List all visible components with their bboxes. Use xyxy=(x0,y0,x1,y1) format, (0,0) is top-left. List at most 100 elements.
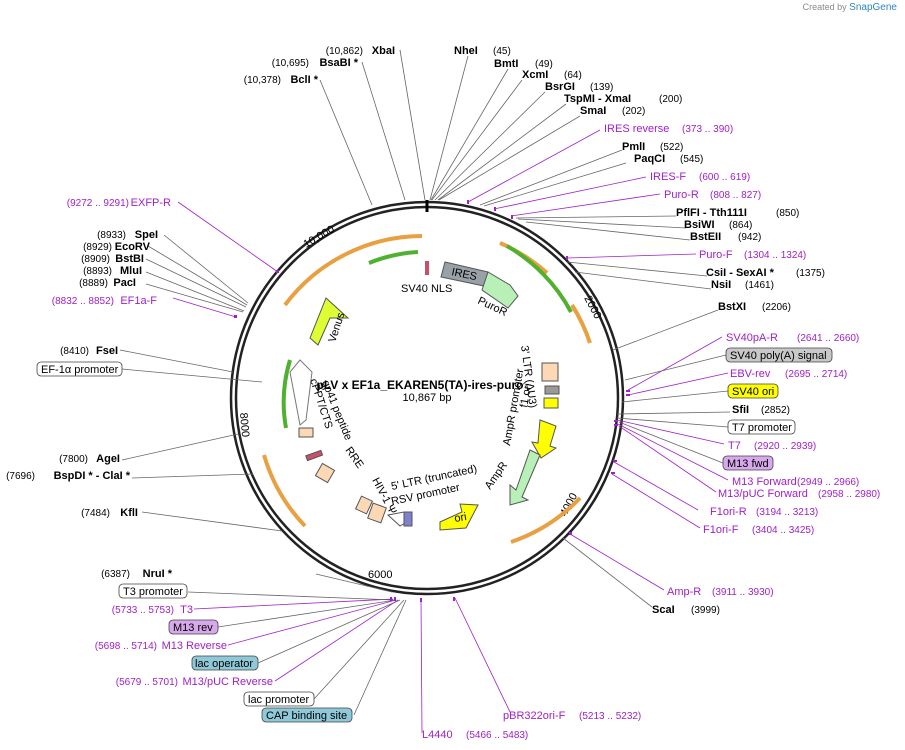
enzyme-bsabi-pos: (10,695) xyxy=(272,58,309,69)
enzyme-bmti: BmtI xyxy=(494,58,518,70)
enzyme-bstbi: BstBI xyxy=(115,253,144,265)
box-m13-rev xyxy=(168,619,219,635)
enzyme-xbai: XbaI xyxy=(372,45,395,57)
primer-f1ori-r-pos: (3194 .. 3213) xyxy=(756,507,818,518)
box-leaders xyxy=(121,354,729,716)
ef1a-promoter-arrow xyxy=(289,359,313,426)
primer-t7: T7 xyxy=(728,440,741,452)
enzyme-nrui: NruI * xyxy=(143,568,173,580)
tick-6000: 6000 xyxy=(368,569,392,581)
primer-l4440-pos: (5466 .. 5483) xyxy=(466,730,528,741)
gp41-block xyxy=(305,449,324,462)
primer-amp-r: Amp-R xyxy=(667,586,701,598)
primer-leaders xyxy=(172,129,729,734)
enzyme-scai-pos: (3999) xyxy=(691,605,720,616)
primer-m13puc-forward-pos: (2958 .. 2980) xyxy=(818,489,880,500)
enzyme-agei: AgeI xyxy=(96,453,120,465)
primer-f1ori-r: F1ori-R xyxy=(710,506,747,518)
orf-arc-green-right xyxy=(505,244,573,313)
venus-arrow xyxy=(309,297,350,346)
label-rre: RRE xyxy=(343,445,366,471)
enzyme-bsrgi: BsrGI xyxy=(545,81,575,93)
orf-arc-bottom-right xyxy=(510,496,582,544)
enzyme-smai-pos: (202) xyxy=(622,106,645,117)
box-m13-fwd-label: M13 fwd xyxy=(727,458,769,470)
primer-m13-reverse: M13 Reverse xyxy=(162,640,227,652)
primer-l4440: L4440 xyxy=(422,729,453,741)
label-ires: IRES xyxy=(450,266,478,283)
box-cap-binding-site xyxy=(261,707,353,723)
primer-ires-f-pos: (600 .. 619) xyxy=(699,172,750,183)
primer-pbr322ori-f-pos: (5213 .. 5232) xyxy=(579,711,641,722)
primer-puro-r-pos: (808 .. 827) xyxy=(710,190,761,201)
plasmid-size: 10,867 bp xyxy=(403,392,452,404)
primer-exfp-r-pos: (9272 .. 9291) xyxy=(67,198,129,209)
primer-m13puc-forward: M13/pUC Forward xyxy=(718,488,808,500)
label-ori: ori xyxy=(453,511,467,525)
enzyme-bspdi-clai: BspDI * - ClaI * xyxy=(54,470,131,482)
enzyme-csii-pos: (1375) xyxy=(796,268,825,279)
box-lac-promoter xyxy=(243,691,315,707)
enzyme-leaders xyxy=(119,49,731,608)
primer-t3-pos: (5733 .. 5753) xyxy=(112,605,174,616)
box-m13-rev-label: M13 rev xyxy=(173,622,213,634)
enzyme-ecorv-pos: (8929) xyxy=(83,242,112,253)
box-sv40-polya-label: SV40 poly(A) signal xyxy=(730,350,827,362)
enzyme-ecorv: EcoRV xyxy=(115,241,151,253)
feature-boxes: SV40 poly(A) signal SV40 ori T7 promoter… xyxy=(36,347,833,723)
enzyme-bsiwi: BsiWI xyxy=(684,219,715,231)
enzyme-nsii-pos: (1461) xyxy=(745,280,774,291)
enzyme-bstbi-pos: (8909) xyxy=(81,254,110,265)
primer-sv40pa-r-pos: (2641 .. 2660) xyxy=(797,333,859,344)
primer-markers xyxy=(234,200,630,602)
enzyme-paci: PacI xyxy=(113,277,136,289)
enzyme-csii-sexai: CsiI - SexAI * xyxy=(706,267,775,279)
enzyme-labels: NheI (45) BmtI (49) XcmI (64) BsrGI (139… xyxy=(6,45,825,616)
orf-arc-top-left xyxy=(283,234,423,307)
enzyme-spei: SpeI xyxy=(135,229,158,241)
enzyme-xbai-pos: (10,862) xyxy=(326,46,363,57)
box-m13-fwd xyxy=(722,455,774,471)
primer-ebv-rev: EBV-rev xyxy=(730,368,771,380)
box-t3-promoter xyxy=(118,583,188,599)
sv40-nls-block xyxy=(425,261,429,275)
primer-f1ori-f: F1ori-F xyxy=(703,524,739,536)
primer-m13-reverse-pos: (5698 .. 5714) xyxy=(95,641,157,652)
enzyme-smai: SmaI xyxy=(580,105,606,117)
enzyme-pflfi-pos: (850) xyxy=(776,208,799,219)
enzyme-agei-pos: (7800) xyxy=(59,454,88,465)
box-t7-promoter xyxy=(727,419,796,435)
enzyme-bstxi: BstXI xyxy=(718,301,746,313)
box-lac-operator-label: lac operator xyxy=(195,658,253,670)
primer-m13-forward: M13 Forward xyxy=(732,476,797,488)
box-lac-operator xyxy=(191,655,259,671)
enzyme-mlui: MluI xyxy=(120,265,142,277)
enzyme-fsei: FseI xyxy=(96,345,118,357)
ori-arrow xyxy=(439,503,479,531)
credit-prefix: Created by xyxy=(802,2,847,12)
primer-m13puc-reverse-pos: (5679 .. 5701) xyxy=(116,677,178,688)
label-sv40-nls: SV40 NLS xyxy=(401,283,452,295)
primer-pbr322ori-f: pBR322ori-F xyxy=(503,710,566,722)
enzyme-mlui-pos: (8893) xyxy=(83,266,112,277)
snapgene-logo: SnapGene xyxy=(849,2,897,13)
enzyme-bcli: BclI * xyxy=(290,74,318,86)
orf-arc-green-top xyxy=(368,250,419,265)
psi-small xyxy=(403,511,413,527)
primer-m13puc-reverse: M13/pUC Reverse xyxy=(183,676,273,688)
rre-block xyxy=(314,462,336,484)
enzyme-tspmi-pos: (200) xyxy=(659,94,682,105)
ampr-arrow xyxy=(509,449,541,506)
primer-puro-r: Puro-R xyxy=(664,189,699,201)
enzyme-pflfi: PflFI - Tth111I xyxy=(676,207,747,219)
f1-arrow xyxy=(531,419,558,459)
enzyme-tspmi-xmai: TspMI - XmaI xyxy=(564,93,631,105)
enzyme-bsrgi-pos: (139) xyxy=(590,82,613,93)
primer-ef1a-f: EF1a-F xyxy=(120,295,157,307)
box-ef1a-promoter xyxy=(36,361,123,377)
primer-ires-reverse: IRES reverse xyxy=(604,123,669,135)
orf-arc-green-left xyxy=(281,359,292,429)
primer-ef1a-f-pos: (8832 .. 8852) xyxy=(52,296,114,307)
enzyme-kfli-pos: (7484) xyxy=(81,508,110,519)
orf-arcs xyxy=(262,234,592,544)
